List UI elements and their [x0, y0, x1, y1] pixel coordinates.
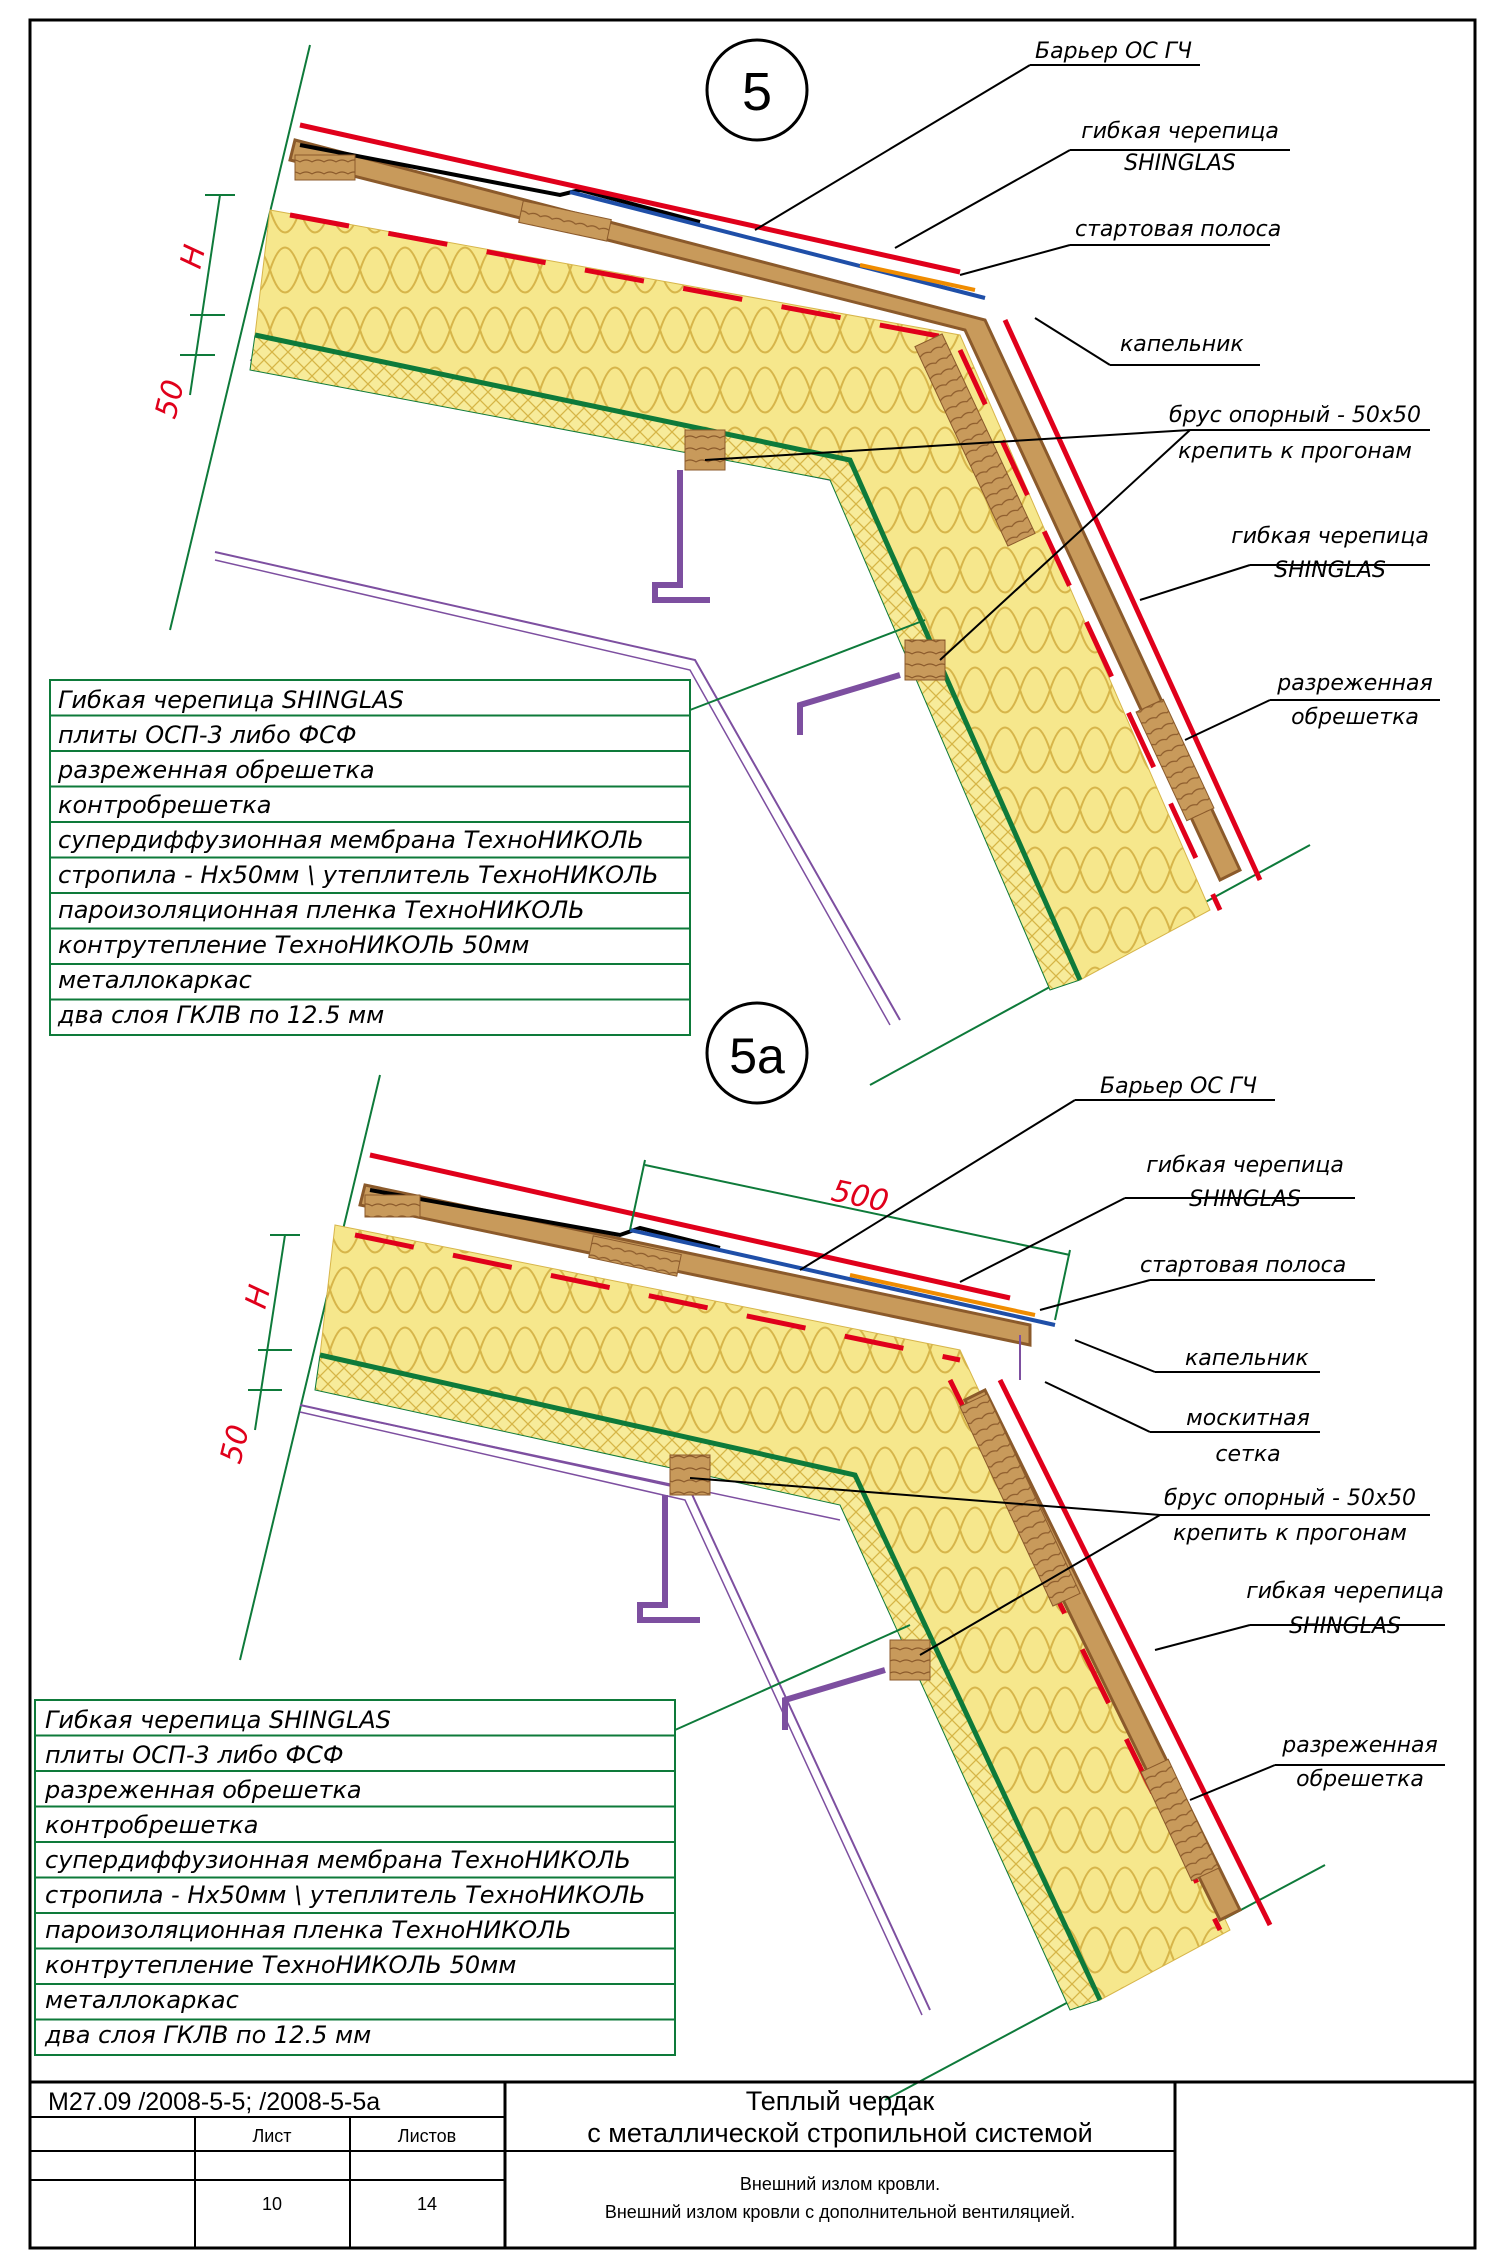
d5-label-beam-2: крепить к прогонам: [1178, 439, 1412, 464]
d5a-label-beam-2: крепить к прогонам: [1173, 1521, 1407, 1546]
sheet-frame: [28, 18, 1477, 2250]
d5a-label-shingles-side-1: гибкая черепица: [1246, 1579, 1444, 1604]
d5a-label-shingles-top-1: гибкая черепица: [1146, 1153, 1344, 1178]
d5a-layer-5: стропила - Hx50мм \ утеплитель ТехноНИКО…: [45, 1881, 646, 1909]
d5a-layer-list: Гибкая черепица SHINGLAS плиты ОСП-3 либ…: [44, 1706, 646, 2049]
d5a-label-batten-1: разреженная: [1281, 1733, 1437, 1758]
d5-layer-5: стропила - Hx50мм \ утеплитель ТехноНИКО…: [58, 861, 659, 889]
d5a-layer-0: Гибкая черепица SHINGLAS: [45, 1706, 391, 1734]
d5-layer-6: пароизоляционная пленка ТехноНИКОЛЬ: [58, 896, 585, 924]
title-block-desc-1: Внешний излом кровли.: [740, 2174, 940, 2194]
d5a-layer-8: металлокаркас: [45, 1986, 239, 2014]
title-block: [30, 2080, 1475, 2248]
title-block-title-2: с металлической стропильной системой: [587, 2118, 1092, 2148]
d5a-label-shingles-top-2: SHINGLAS: [1189, 1187, 1301, 1212]
d5-label-batten-1: разреженная: [1276, 671, 1432, 696]
detail-5a-marker: 5а: [729, 1028, 785, 1084]
detail-5-layer-table: [49, 679, 691, 1036]
detail-5a-drawing: [34, 1001, 1445, 2101]
detail-5-marker: 5: [742, 62, 772, 122]
d5-layer-0: Гибкая черепица SHINGLAS: [58, 686, 404, 714]
title-block-sheets-label: Листов: [398, 2126, 456, 2146]
d5-label-beam-1: брус опорный - 50x50: [1169, 403, 1421, 428]
detail-5-drawing: [49, 38, 1440, 1086]
d5a-layer-2: разреженная обрешетка: [44, 1776, 362, 1804]
d5-layer-4: супердиффузионная мембрана ТехноНИКОЛЬ: [58, 826, 644, 854]
d5-label-starter: стартовая полоса: [1075, 217, 1281, 242]
d5a-label-barrier: Барьер ОС ГЧ: [1100, 1074, 1257, 1099]
detail-5a-marker-circle: [705, 1001, 809, 1105]
d5a-label-starter: стартовая полоса: [1140, 1253, 1346, 1278]
d5a-label-shingles-side-2: SHINGLAS: [1289, 1614, 1401, 1639]
title-block-sheet: 10: [262, 2194, 282, 2214]
d5a-layer-1: плиты ОСП-3 либо ФСФ: [45, 1741, 344, 1769]
d5-label-shingles-side-2: SHINGLAS: [1274, 558, 1386, 583]
d5-layer-8: металлокаркас: [58, 966, 252, 994]
title-block-code: М27.09 /2008-5-5; /2008-5-5а: [48, 2088, 380, 2116]
d5-dim-h: H: [174, 242, 213, 272]
d5-label-batten-2: обрешетка: [1291, 705, 1419, 730]
d5a-label-batten-2: обрешетка: [1296, 1767, 1424, 1792]
d5-layer-2: разреженная обрешетка: [57, 756, 375, 784]
d5a-layer-7: контрутепление ТехноНИКОЛЬ 50мм: [45, 1951, 516, 1979]
d5-layer-3: контробрешетка: [58, 791, 271, 819]
d5-layer-9: два слоя ГКЛВ по 12.5 мм: [57, 1001, 384, 1029]
d5-dim-50: 50: [149, 376, 192, 422]
d5a-label-drip: капельник: [1185, 1346, 1309, 1371]
d5a-layer-4: супердиффузионная мембрана ТехноНИКОЛЬ: [45, 1846, 631, 1874]
d5a-dim-500: 500: [828, 1174, 891, 1220]
detail-5a-layer-table: [34, 1699, 676, 2056]
title-block-sheets: 14: [417, 2194, 437, 2214]
d5a-dim-h: H: [239, 1282, 278, 1312]
d5a-label-mesh-2: сетка: [1215, 1442, 1280, 1467]
d5-layer-list: Гибкая черепица SHINGLAS плиты ОСП-3 либ…: [57, 686, 659, 1029]
d5-label-barrier: Барьер ОС ГЧ: [1035, 39, 1192, 64]
detail-5-marker-circle: [705, 38, 809, 142]
d5a-layer-3: контробрешетка: [45, 1811, 258, 1839]
title-block-title-1: Теплый чердак: [746, 2086, 935, 2116]
d5-layer-1: плиты ОСП-3 либо ФСФ: [58, 721, 357, 749]
d5-label-shingles-side-1: гибкая черепица: [1231, 524, 1429, 549]
d5-layer-7: контрутепление ТехноНИКОЛЬ 50мм: [58, 931, 529, 959]
d5-label-shingles-top-2: SHINGLAS: [1124, 151, 1236, 176]
d5-label-drip: капельник: [1120, 332, 1244, 357]
title-block-sheet-label: Лист: [252, 2126, 291, 2146]
d5a-dim-50: 50: [214, 1421, 257, 1467]
d5a-label-beam-1: брус опорный - 50x50: [1164, 1486, 1416, 1511]
title-block-desc-2: Внешний излом кровли с дополнительной ве…: [605, 2202, 1075, 2222]
d5a-label-mesh-1: москитная: [1186, 1406, 1310, 1431]
d5a-layer-9: два слоя ГКЛВ по 12.5 мм: [44, 2021, 371, 2049]
d5-label-shingles-top-1: гибкая черепица: [1081, 119, 1279, 144]
d5a-layer-6: пароизоляционная пленка ТехноНИКОЛЬ: [45, 1916, 572, 1944]
